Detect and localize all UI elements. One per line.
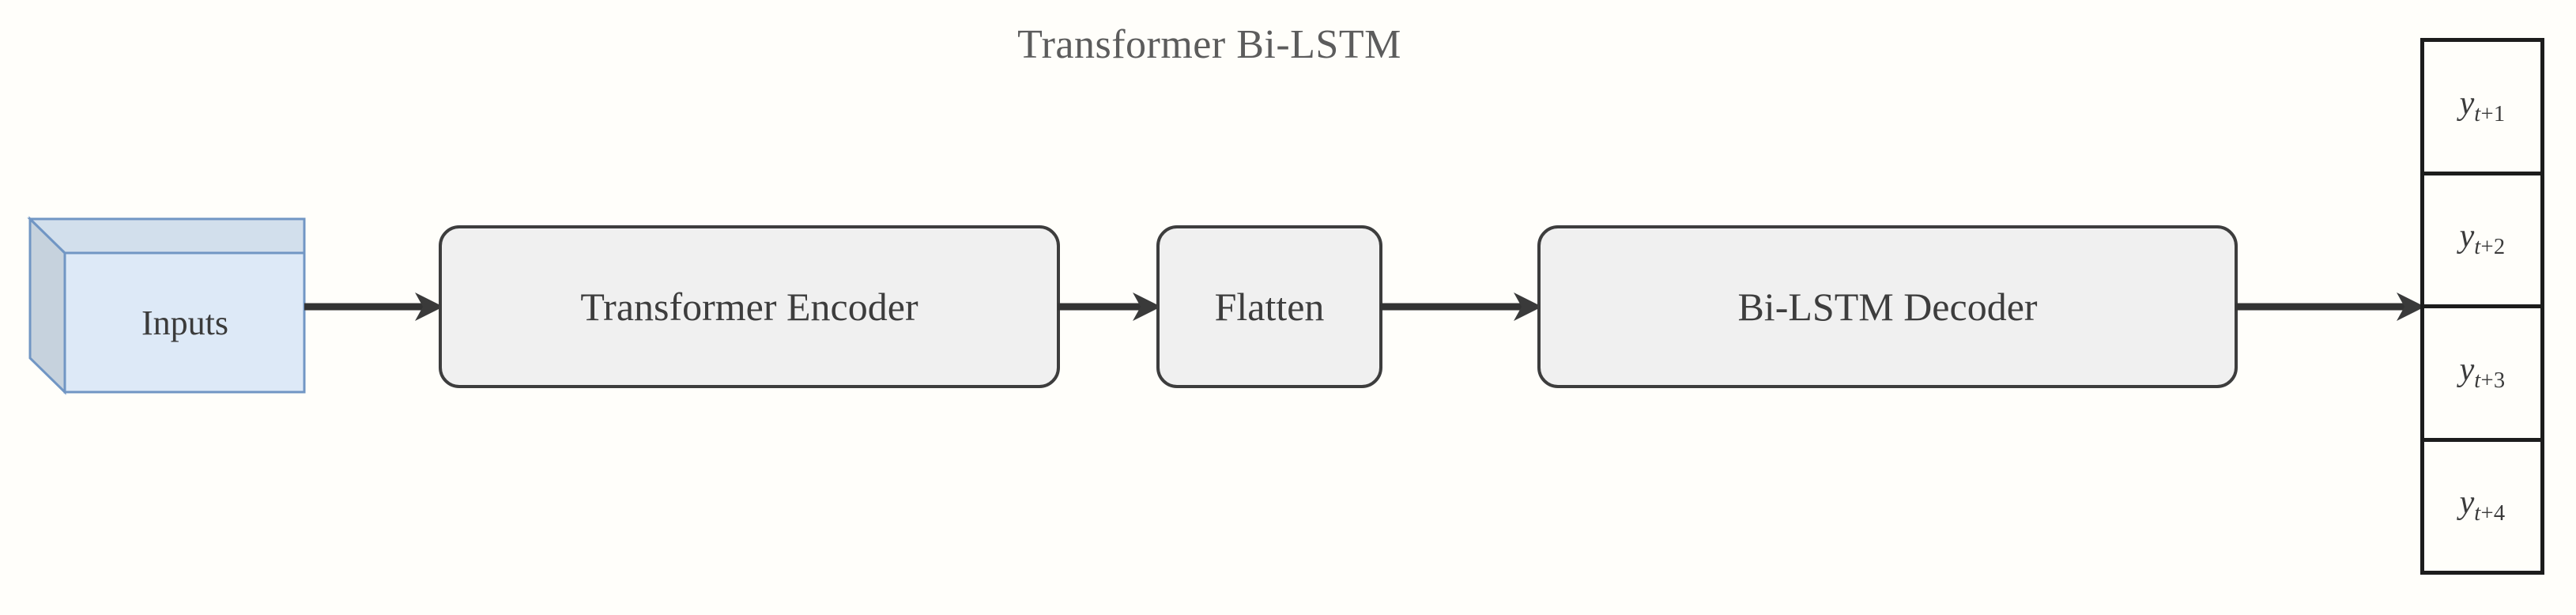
output-label-y-t-plus-4: yt+4: [2459, 485, 2506, 526]
cube-3d-shape: [27, 216, 306, 395]
output-label-y-t-plus-1: yt+1: [2459, 85, 2506, 127]
output-cell: yt+3: [2424, 308, 2540, 442]
page-title: Transformer Bi-LSTM: [1017, 22, 1401, 67]
arrow-flatten-to-decoder: [1380, 283, 1542, 330]
output-label-y-t-plus-2: yt+2: [2459, 218, 2506, 260]
arrow-encoder-to-flatten: [1058, 283, 1161, 330]
output-cell: yt+1: [2424, 42, 2540, 175]
cube-top-face: [27, 217, 306, 255]
output-label-y-t-plus-3: yt+3: [2459, 351, 2506, 394]
output-cell: yt+2: [2424, 175, 2540, 308]
node-transformer-encoder[interactable]: Transformer Encoder: [439, 225, 1060, 388]
arrow-head: [1133, 292, 1161, 321]
arrow-head: [1514, 292, 1542, 321]
node-bilstm-decoder[interactable]: Bi-LSTM Decoder: [1537, 225, 2238, 388]
node-inputs[interactable]: [22, 212, 316, 402]
output-column: yt+1 yt+2 yt+3 yt+4: [2420, 38, 2544, 575]
arrow-head: [415, 292, 443, 321]
output-cell: yt+4: [2424, 441, 2540, 571]
node-flatten[interactable]: Flatten: [1156, 225, 1382, 388]
cube-front-face: [63, 251, 306, 394]
arrow-decoder-to-output: [2235, 283, 2425, 330]
arrow-head: [2397, 292, 2425, 321]
arrow-inputs-to-encoder: [304, 283, 443, 330]
